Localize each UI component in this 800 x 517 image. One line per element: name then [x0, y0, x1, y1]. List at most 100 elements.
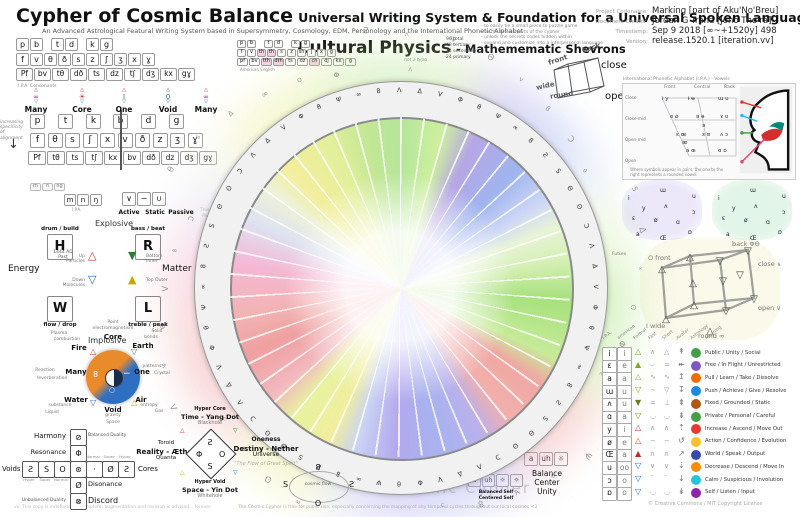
trap-letter: u — [782, 193, 786, 200]
element-name: Fire — [71, 344, 87, 352]
glyph-cell: ts — [88, 68, 105, 81]
fast-glyph-icon: ∿ — [650, 373, 656, 382]
element-name: Air — [135, 396, 147, 404]
glyph-cell: dʒ — [142, 68, 159, 81]
flow-label: cosmic flow — [304, 482, 332, 487]
triangle-down-icon: ▽ — [88, 273, 97, 286]
glyph-cell: f — [30, 133, 45, 148]
scatter-glyph: S — [195, 134, 203, 141]
chart-col-label: Front — [664, 85, 676, 90]
glyph-cell: t — [51, 38, 64, 51]
info-value: Marking [part of Aku'No'Breu] — [652, 6, 779, 16]
vowel-cell: ʌ — [602, 397, 617, 412]
astrology-dot — [691, 373, 701, 384]
outer-glyph: Φ — [590, 304, 600, 311]
glyph-cell: b — [30, 38, 43, 51]
glyph-cell: ts — [285, 58, 296, 66]
fast-glyph-icon: ◡ — [650, 487, 657, 496]
info-label: Project Codename: — [595, 9, 648, 15]
astrology-dot — [691, 436, 701, 447]
chart-row-label: Open-mid — [625, 137, 646, 142]
glyph-cell: ☼ — [510, 474, 523, 487]
svg-text:▽: ▽ — [744, 246, 752, 257]
astrology-dot — [691, 398, 701, 409]
short-glyph-icon: ◡ — [664, 487, 671, 496]
vowel-meaning: Calm / Suspicious / Involution — [705, 476, 784, 483]
self-label: Centered Self — [478, 495, 514, 501]
short-glyph-icon: ⊥ — [664, 398, 671, 407]
scatter-glyph: 8 — [172, 248, 179, 253]
formal-glyph-icon: △ — [635, 423, 642, 433]
trap-letter: ɯ — [750, 187, 756, 194]
align-symbol-icon: ☀ — [78, 93, 86, 101]
element-name: Void — [104, 406, 122, 414]
spirit-quote: "The Flow of Great Spirit" — [234, 461, 298, 467]
short-glyph-icon: △ — [664, 348, 670, 356]
element-trait: substance — [48, 403, 72, 408]
scatter-glyph: Δ — [226, 108, 236, 119]
glyph-cell: uh — [482, 474, 495, 487]
vowel-pair: a ɶ — [686, 148, 696, 154]
vowel-meaning: Action / Confidence / Evolution — [705, 438, 787, 445]
dynamic-letter-box: R — [135, 234, 161, 260]
trap-letter: ʌ — [664, 203, 668, 210]
duality-cell: Ø — [70, 477, 87, 494]
wheel-center-fade — [230, 117, 570, 457]
astrology-dot — [691, 348, 701, 358]
astrology-dot — [691, 386, 701, 397]
fast-glyph-icon: ⌣ — [650, 360, 655, 369]
element-state: combustion — [53, 337, 81, 342]
element-trait: Reaction — [35, 368, 55, 373]
trap-letter: ø — [744, 217, 748, 224]
align-symbol-icon: ∞ — [203, 93, 209, 101]
glyph-cell: x — [128, 53, 141, 66]
glyph-cell: ng — [54, 183, 65, 191]
dynamic-letter-box: H — [47, 234, 73, 260]
duality-cell: Ƨ — [118, 461, 135, 478]
vowel-cell: e — [617, 435, 632, 450]
air-triangle-icon: △ — [131, 398, 138, 407]
scatter-glyph: ∞ — [636, 265, 643, 272]
formal-glyph-icon: △ — [635, 372, 642, 382]
short-glyph-icon: = — [664, 360, 670, 369]
vowel-cell: ɑ — [602, 410, 617, 425]
glyph-cell: bv — [34, 68, 51, 81]
balanced-self-cells: åuh☼☼ — [468, 474, 524, 487]
diamond-corner-icon: △ — [180, 427, 185, 434]
formal-glyph-icon: ▽ — [635, 385, 642, 395]
glyph-cell: θ — [47, 133, 63, 148]
dynamic-caption: treble / peak — [128, 322, 168, 328]
trap-letter: ɔ — [782, 209, 786, 216]
element-name: Earth — [132, 342, 154, 350]
trap-letter: ø — [654, 217, 658, 224]
avatar-glyph-icon: ↺ — [678, 435, 685, 445]
vowel-pair: ɜ ɞ — [702, 132, 711, 138]
info-label: Version: — [625, 39, 648, 45]
glyph-cell: gɣ — [199, 151, 217, 165]
glyph-cell: ð — [135, 133, 150, 148]
alignment-row-1: ptkbdg — [30, 114, 197, 129]
duality-cell: · — [86, 461, 103, 478]
glyph-cell: g — [327, 49, 336, 57]
info-label: Timestamp: — [615, 29, 648, 35]
scatter-glyph: V — [161, 285, 172, 292]
align-down-icon: ▽ — [204, 99, 208, 105]
chart-col-label: Back — [724, 85, 735, 90]
bullet-line: - to easily tie a small piece to puzzle … — [481, 24, 578, 29]
short-glyph-icon: ◡ — [664, 411, 671, 420]
mouth-diagram — [740, 86, 792, 174]
diamond-corner-icon: △ — [180, 469, 185, 476]
info-value: Sep 9 2018 [∞~+1520y] 498 — [652, 26, 777, 36]
cube-label-close: close — [601, 60, 627, 71]
glyph-cell: ☼ — [496, 474, 509, 487]
scatter-glyph: Λ — [168, 401, 181, 412]
trap-letter: a — [726, 231, 730, 238]
astrology-dot — [691, 360, 701, 371]
glyph-cell: t — [58, 114, 73, 129]
